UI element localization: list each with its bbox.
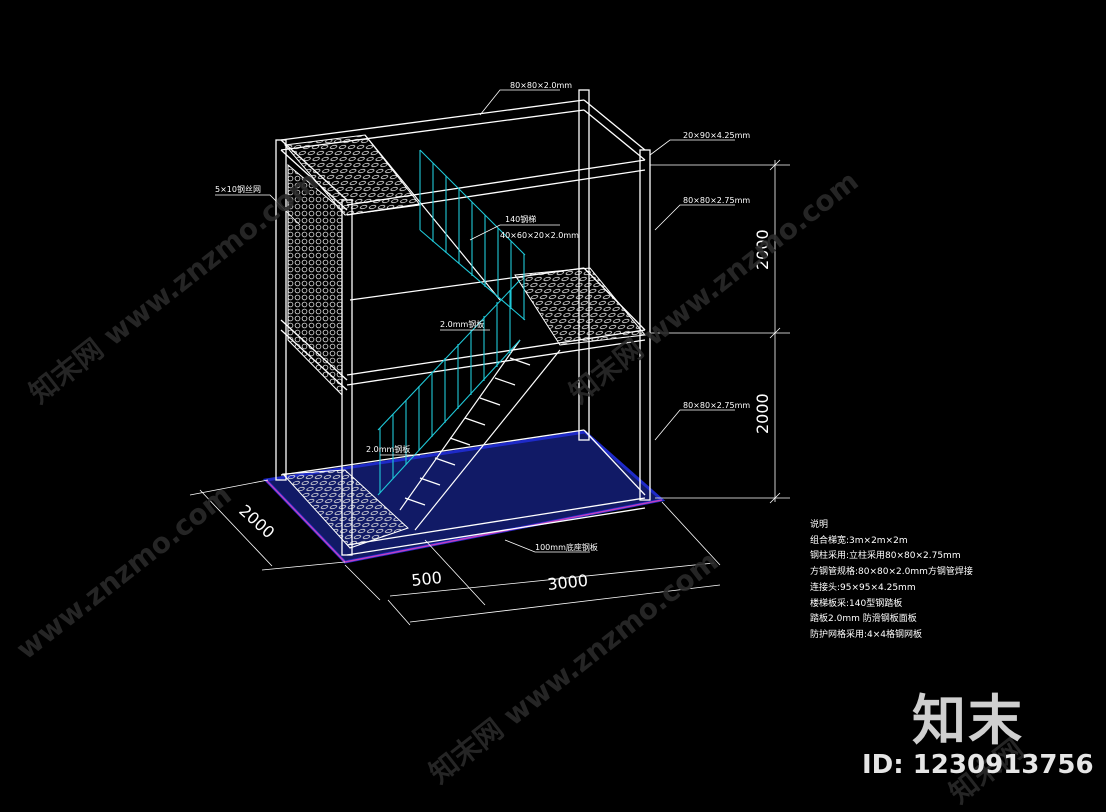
- dim-height-upper: 2000: [753, 229, 772, 270]
- dim-height-lower: 2000: [753, 393, 772, 434]
- labels: 80×80×2.0mm 20×90×4.25mm 80×80×2.75mm 80…: [215, 81, 750, 552]
- notes-line: 楼梯板采:140型钢踏板: [810, 599, 903, 609]
- frame-beams: [280, 99, 646, 556]
- brand-logo: 知末: [912, 689, 1024, 752]
- label-corner-post: 20×90×4.25mm: [683, 131, 750, 140]
- notes-line: 防护网格采用:4×4格钢网板: [810, 630, 923, 640]
- floor-treads: [281, 134, 646, 549]
- notes-line: 连接头:95×95×4.25mm: [810, 583, 916, 593]
- label-rail-main: 140钢梯: [505, 214, 536, 224]
- guard-rail-upper: [419, 149, 526, 321]
- label-base: 100mm底座钢板: [535, 542, 598, 552]
- dim-length: 3000: [546, 571, 588, 594]
- notes-line: 组合梯宽:3m×2m×2m: [810, 536, 908, 546]
- notes-line: 踏板2.0mm 防滑钢板面板: [810, 614, 917, 624]
- dim-stair: 500: [410, 568, 442, 590]
- label-top-beam: 80×80×2.0mm: [510, 81, 572, 90]
- notes-line: 方钢管规格:80×80×2.0mm方钢管焊接: [810, 567, 973, 577]
- label-mid-plate: 2.0mm钢板: [440, 319, 484, 329]
- notes-line: 钢柱采用:立柱采用80×80×2.75mm: [810, 551, 961, 561]
- label-beam-upper: 80×80×2.75mm: [683, 196, 750, 205]
- label-low-plate: 2.0mm钢板: [366, 444, 410, 454]
- guard-rail-stair: [377, 279, 521, 496]
- label-rail-sub: 40×60×20×2.0mm: [500, 231, 579, 240]
- image-id: ID: 1230913756: [862, 750, 1094, 780]
- dim-depth: 2000: [235, 501, 278, 542]
- label-beam-lower: 80×80×2.75mm: [683, 401, 750, 410]
- notes-title: 说明: [810, 520, 829, 530]
- label-side-mesh: 5×10钢丝网: [215, 184, 261, 194]
- leader-lines: [215, 89, 735, 553]
- dimension-lines: [189, 159, 790, 626]
